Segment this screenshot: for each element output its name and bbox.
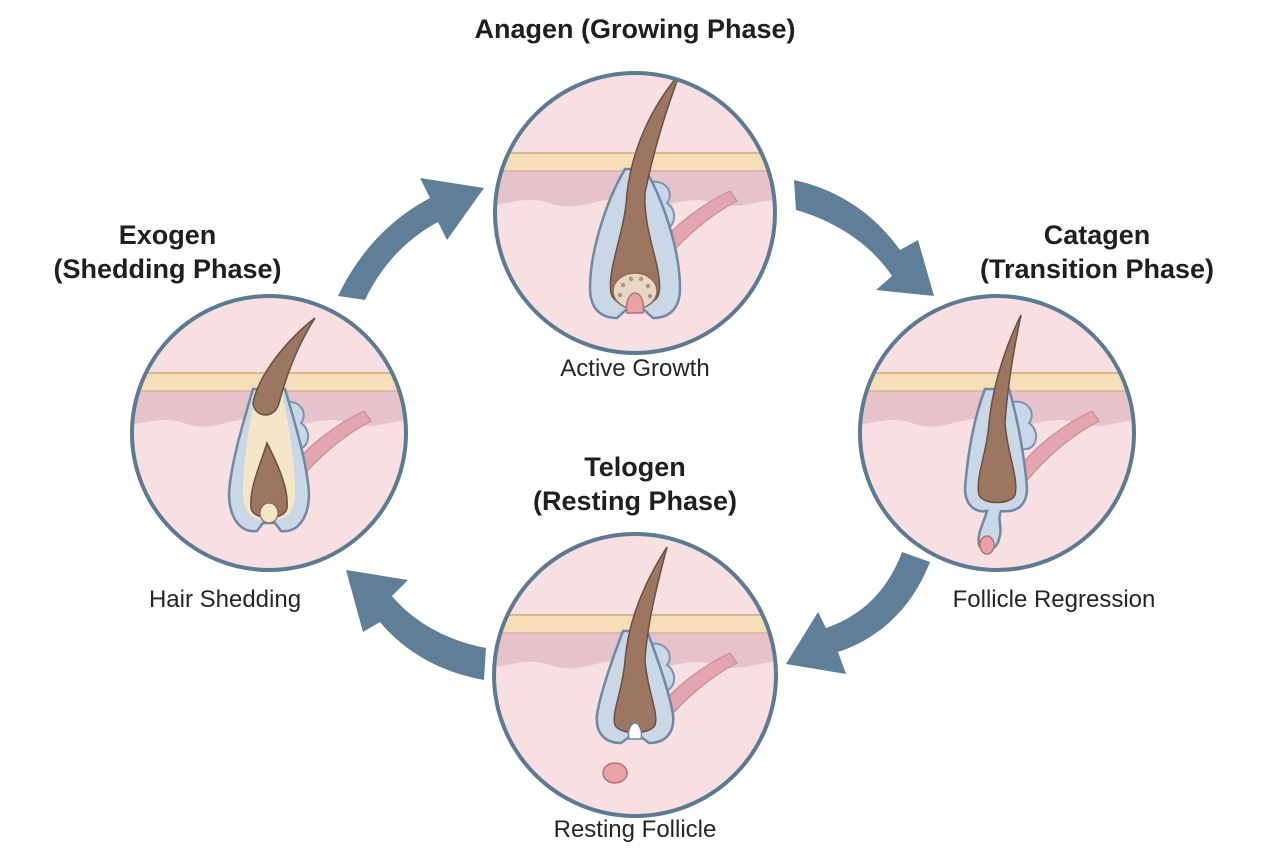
anagen-title: Anagen (Growing Phase) — [435, 12, 835, 46]
catagen-title-line1: Catagen — [1043, 220, 1151, 250]
exogen-title-line2: (Shedding Phase) — [53, 254, 282, 284]
cycle-arrow-icon — [338, 178, 484, 300]
telogen-caption: Resting Follicle — [553, 816, 717, 843]
catagen-title-line2: (Transition Phase) — [979, 254, 1215, 284]
cycle-arrow-icon — [794, 180, 934, 296]
catagen-illustration — [858, 294, 1136, 572]
exogen-illustration — [130, 294, 408, 572]
exogen-title-line1: Exogen — [118, 220, 217, 250]
catagen-title: Catagen (Transition Phase) — [952, 218, 1242, 286]
exogen-caption: Hair Shedding — [148, 586, 302, 613]
anagen-caption: Active Growth — [560, 355, 710, 382]
telogen-title-line1: Telogen — [584, 452, 686, 482]
telogen-illustration — [492, 532, 778, 818]
cycle-arrow-icon — [786, 552, 930, 674]
anagen-title-text: Anagen (Growing Phase) — [474, 14, 796, 44]
anagen-illustration — [493, 71, 777, 355]
catagen-caption: Follicle Regression — [952, 586, 1156, 613]
cycle-arrow-icon — [346, 570, 486, 680]
telogen-title: Telogen (Resting Phase) — [485, 450, 785, 518]
exogen-title: Exogen (Shedding Phase) — [30, 218, 305, 286]
telogen-title-line2: (Resting Phase) — [532, 486, 738, 516]
